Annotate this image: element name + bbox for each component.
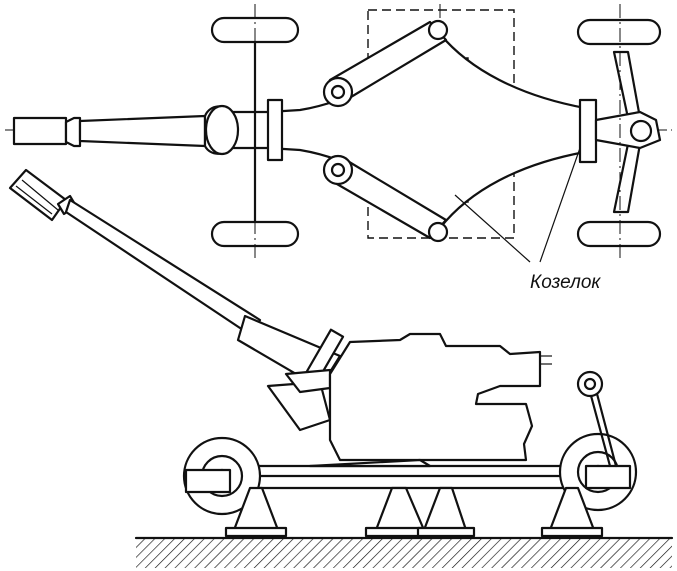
side-view — [8, 168, 674, 568]
jack-rear — [540, 486, 604, 538]
outrigger-arms — [322, 19, 449, 243]
leader-line-1 — [454, 194, 531, 263]
plan-view — [5, 4, 672, 258]
rear-bracket — [578, 98, 598, 164]
barrel-side — [8, 168, 345, 390]
rear-wheel-top — [576, 18, 662, 46]
front-bracket — [266, 98, 284, 162]
jack-front — [224, 486, 288, 538]
rear-wheel-bottom — [576, 220, 662, 248]
front-hub-block — [184, 468, 232, 494]
towing-eye — [629, 119, 653, 143]
muzzle-brake — [12, 116, 68, 146]
drawbar — [588, 390, 612, 468]
kozelok-callout: Козелок — [454, 147, 601, 293]
gun-mount-body — [328, 332, 542, 462]
ground-hatching — [136, 538, 672, 568]
cradle-trunnion — [204, 104, 240, 156]
barrel-plan — [12, 114, 207, 148]
jack-middle — [364, 486, 476, 538]
rear-hub-block — [584, 464, 632, 490]
muzzle-brake-side — [8, 168, 68, 222]
kozelok-label: Козелок — [530, 272, 601, 293]
leader-line-2 — [539, 147, 581, 263]
